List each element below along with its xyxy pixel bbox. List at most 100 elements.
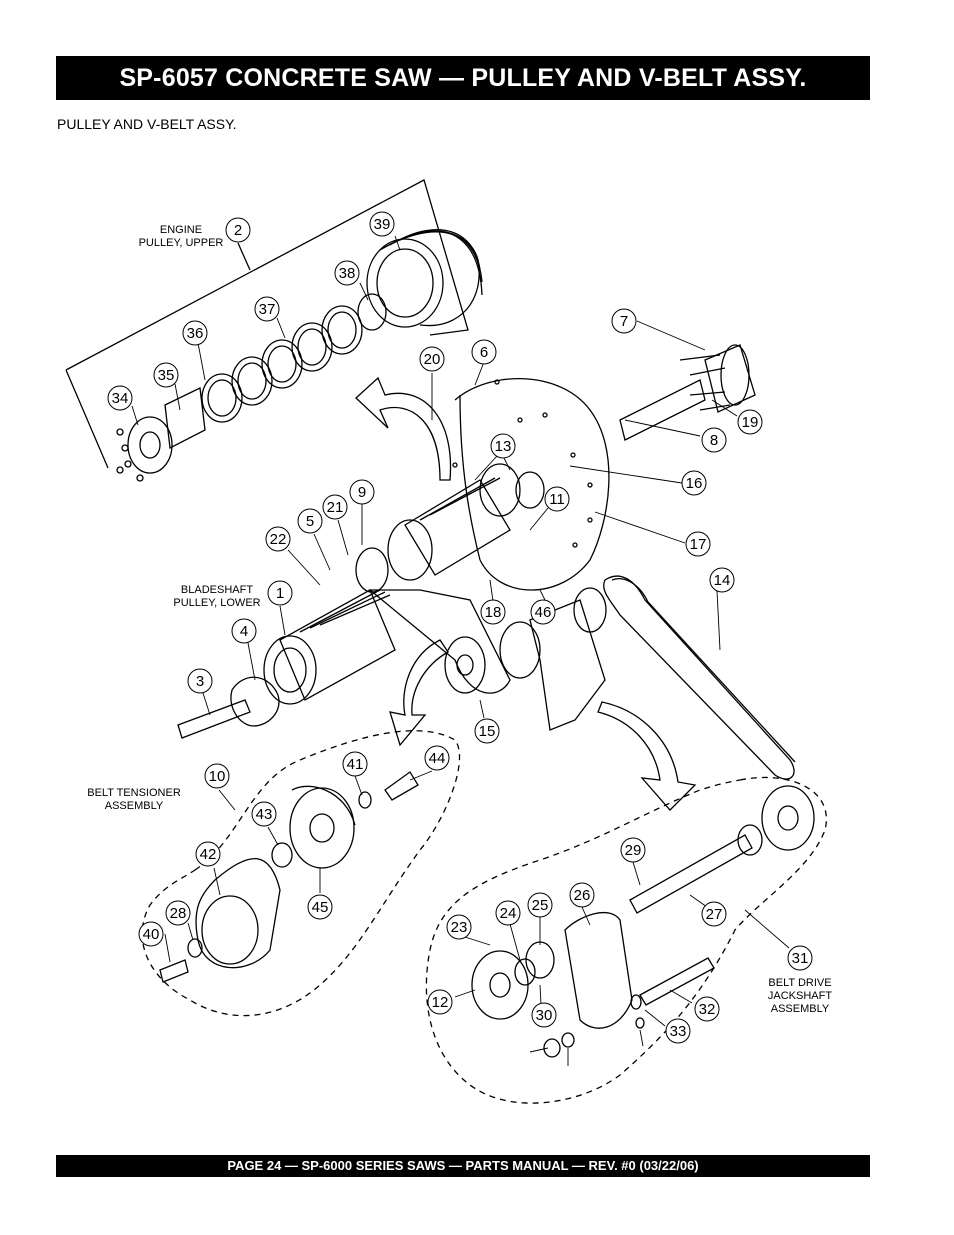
callout-circle — [297, 508, 323, 534]
jackshaft-parts — [471, 785, 815, 1058]
part-number-label: 42 — [200, 846, 217, 863]
callout-circle — [569, 882, 595, 908]
callout-circle — [138, 921, 164, 947]
part-number-label: 24 — [500, 905, 517, 922]
callout-circle — [611, 308, 637, 334]
part-number-label: 15 — [479, 723, 496, 740]
part-number-label: 21 — [327, 499, 344, 516]
tensioner-parts — [159, 771, 419, 983]
part-number-label: 6 — [480, 344, 488, 361]
part-number-label: 18 — [485, 604, 502, 621]
part-number-label: 38 — [339, 265, 356, 282]
callout-circle — [204, 763, 230, 789]
callout-circle — [685, 531, 711, 557]
part-number-label: 37 — [259, 301, 276, 318]
belt-tensioner-group-outline — [141, 730, 461, 1017]
part-number-label: 31 — [792, 950, 809, 967]
callout-circle — [225, 217, 251, 243]
part-number-label: 14 — [714, 572, 731, 589]
part-number-label: 29 — [625, 842, 642, 859]
callout-circle — [701, 901, 727, 927]
callout-circle — [267, 580, 293, 606]
callout-circle — [195, 841, 221, 867]
part-number-label: 19 — [742, 414, 759, 431]
callout-circle — [737, 409, 763, 435]
tensioner-label-line1: BELT TENSIONER — [87, 787, 181, 799]
leader-line — [237, 242, 251, 271]
callout-circle — [694, 996, 720, 1022]
part-number-label: 22 — [270, 531, 287, 548]
part-number-label: 41 — [347, 756, 364, 773]
callout-circle — [544, 486, 570, 512]
assembly-arrow-right — [597, 701, 697, 811]
part-number-label: 3 — [196, 673, 204, 690]
part-number-label: 33 — [670, 1023, 687, 1040]
part-number-label: 4 — [240, 623, 248, 640]
engine-pulley-upper — [366, 229, 483, 328]
callout-circle — [265, 526, 291, 552]
callout-circle — [153, 362, 179, 388]
part-number-label: 10 — [209, 768, 226, 785]
part-number-label: 11 — [549, 491, 565, 508]
part-number-label: 39 — [374, 216, 391, 233]
tensioner-label-line2: ASSEMBLY — [105, 800, 164, 812]
page-title: SP-6057 CONCRETE SAW — PULLEY AND V-BELT… — [56, 56, 870, 100]
part-number-label: 17 — [690, 536, 707, 553]
callout-circle — [251, 801, 277, 827]
engine-hub — [116, 387, 206, 482]
bladeshaft-label-line2: PULLEY, LOWER — [173, 597, 260, 609]
part-number-label: 16 — [686, 475, 703, 492]
engine-pulley-group-frame — [65, 179, 469, 469]
callout-circle — [474, 718, 500, 744]
callout-circle — [107, 385, 133, 411]
jackshaft-label-line3: ASSEMBLY — [771, 1003, 830, 1015]
engine-pulley-label-line2: PULLEY, UPPER — [139, 237, 224, 249]
callout-circle — [231, 618, 257, 644]
bearing-rings — [201, 305, 363, 423]
callout-circle — [787, 945, 813, 971]
assembly-arrow-upper — [355, 376, 452, 481]
part-number-label: 30 — [536, 1007, 553, 1024]
callout-circle — [531, 1002, 557, 1028]
bladeshaft-pulley-lower — [263, 589, 396, 705]
part-number-label: 44 — [429, 750, 446, 767]
callout-circle — [349, 479, 375, 505]
part-number-label: 28 — [170, 905, 187, 922]
callout-circle — [681, 470, 707, 496]
bladeshaft-pulley-upper — [387, 463, 521, 581]
part-number-label: 46 — [535, 604, 552, 621]
callout-circle — [182, 320, 208, 346]
part-number-label: 45 — [312, 899, 329, 916]
part-number-label: 32 — [699, 1001, 716, 1018]
jackshaft-label-line1: BELT DRIVE — [768, 977, 831, 989]
part-number-label: 43 — [256, 806, 273, 823]
output-shaft — [619, 344, 756, 441]
callout-circle — [322, 494, 348, 520]
part-number-label: 40 — [143, 926, 160, 943]
part-number-label: 35 — [158, 367, 175, 384]
callout-circle — [527, 892, 553, 918]
callout-circle — [701, 427, 727, 453]
leader-lines — [131, 235, 790, 1066]
part-number-label: 8 — [710, 432, 718, 449]
page-footer: PAGE 24 — SP-6000 SERIES SAWS — PARTS MA… — [56, 1155, 870, 1177]
bladeshaft-label-line1: BLADESHAFT — [181, 584, 253, 596]
jackshaft-label-line2: JACKSHAFT — [768, 990, 832, 1002]
part-number-label: 12 — [432, 994, 449, 1011]
callout-circle — [446, 914, 472, 940]
section-subtitle: PULLEY AND V-BELT ASSY. — [57, 116, 237, 132]
part-number-label: 7 — [620, 313, 628, 330]
key — [177, 699, 251, 739]
part-number-label: 2 — [234, 222, 242, 239]
callout-circle — [424, 745, 450, 771]
callout-circle — [709, 567, 735, 593]
callout-circle — [187, 668, 213, 694]
part-number-label: 25 — [532, 897, 549, 914]
taper-bushing — [230, 676, 280, 727]
callout-circle — [620, 837, 646, 863]
v-belt-long — [603, 575, 795, 780]
part-number-label: 1 — [276, 585, 284, 602]
part-number-label: 20 — [424, 351, 441, 368]
